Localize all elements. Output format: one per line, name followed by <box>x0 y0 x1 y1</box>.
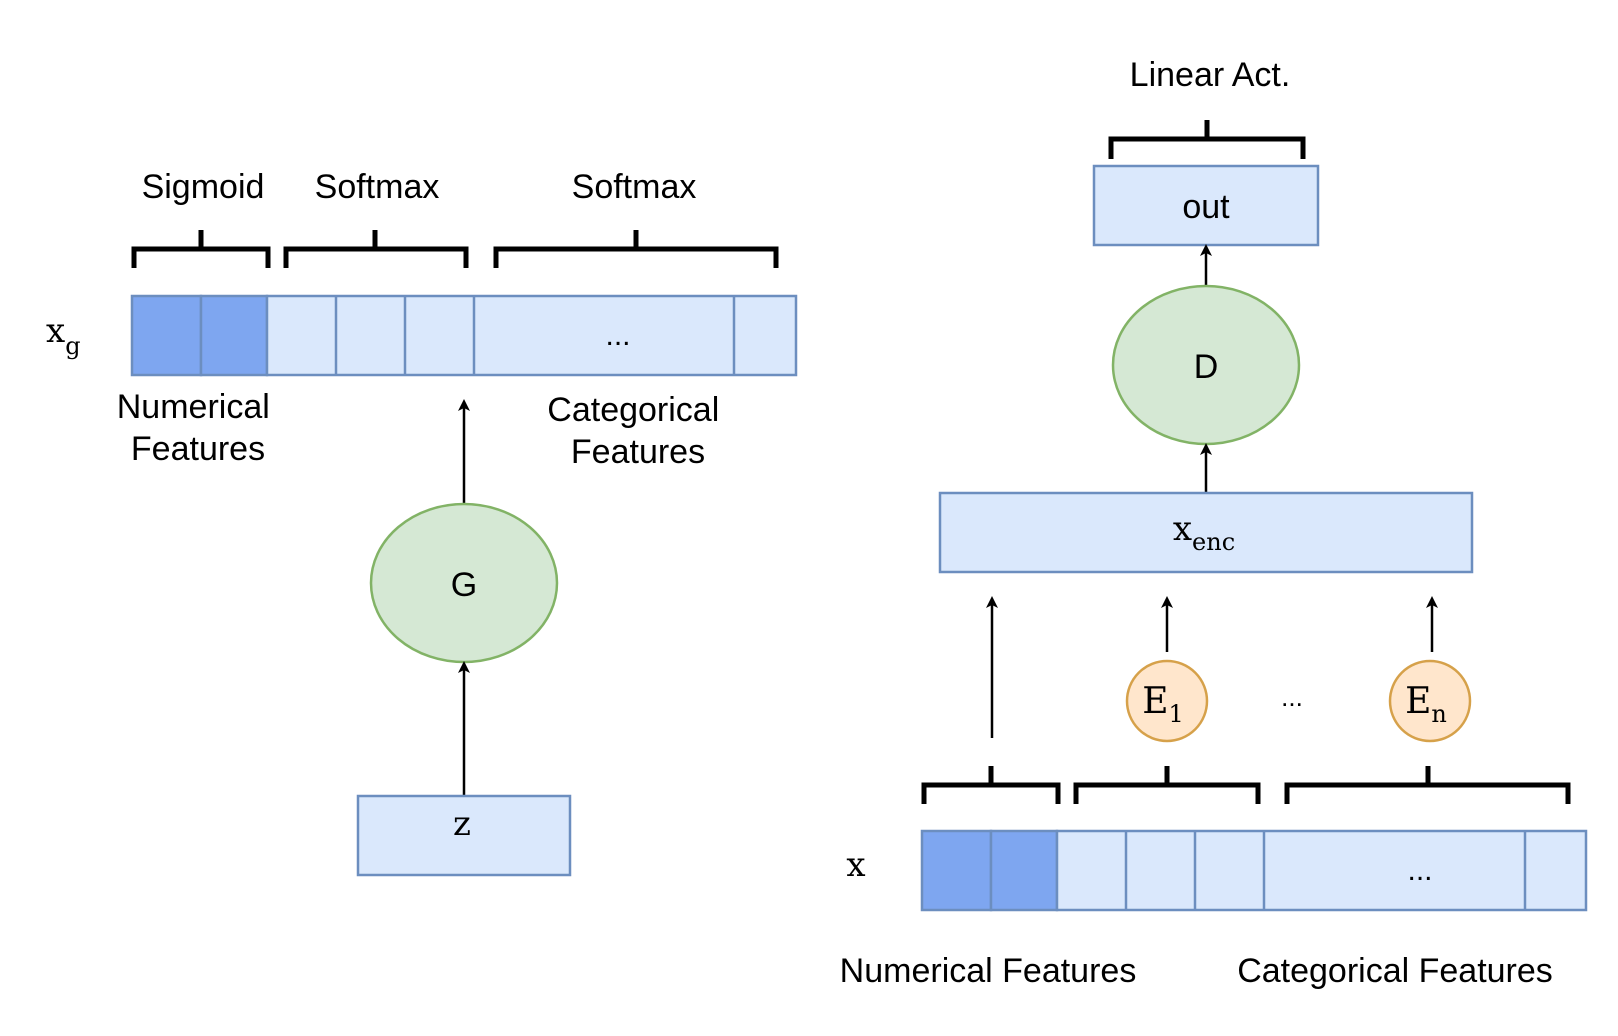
embedding-en-node <box>1388 659 1472 743</box>
linear-act-label: Linear Act. <box>1130 56 1291 94</box>
numerical-features-label: Numerical Features <box>117 388 280 468</box>
discriminator-label: D <box>1194 348 1219 386</box>
xg-vector: ... <box>130 294 798 377</box>
x-vector: ... <box>920 829 1588 912</box>
embedding-ellipsis: ... <box>1281 682 1303 712</box>
discriminator-panel: Linear Act. out D xenc E1 ... En x <box>840 56 1588 990</box>
xg-numerical-cell-1 <box>130 294 203 377</box>
xenc-label: xenc <box>1173 509 1235 556</box>
x-numerical-cell-1 <box>920 829 993 912</box>
x-label: x <box>846 845 865 885</box>
xg-label: xg <box>46 311 81 360</box>
x-categorical-features-label: Categorical Features <box>1237 952 1553 990</box>
generator-label: G <box>451 566 477 604</box>
embedding-en-label: En <box>1405 681 1447 728</box>
x-numerical-cell-2 <box>989 829 1059 912</box>
out-label: out <box>1182 188 1230 226</box>
sigmoid-label: Sigmoid <box>142 168 265 206</box>
sigmoid-brace <box>131 230 271 268</box>
xg-numerical-cell-2 <box>199 294 269 377</box>
softmax-brace-2 <box>493 230 779 268</box>
x-ellipsis: ... <box>1407 854 1432 887</box>
softmax-label-2: Softmax <box>572 168 697 206</box>
x-categorical-brace-1 <box>1073 766 1261 804</box>
embedding-e1-node <box>1125 659 1209 743</box>
generator-panel: Sigmoid Softmax Softmax xg ... Numerical… <box>46 168 798 877</box>
z-label: z <box>453 804 471 844</box>
embedding-e1-label: E1 <box>1142 681 1184 728</box>
x-numerical-brace <box>921 766 1061 804</box>
x-numerical-features-label: Numerical Features <box>840 952 1137 990</box>
xg-categorical-region <box>265 294 798 377</box>
z-box <box>356 794 572 877</box>
x-categorical-brace-2 <box>1284 766 1571 804</box>
xenc-box <box>938 491 1474 574</box>
softmax-label-1: Softmax <box>315 168 440 206</box>
categorical-features-label: Categorical Features <box>547 391 728 471</box>
x-categorical-region <box>1055 829 1588 912</box>
softmax-brace-1 <box>283 230 469 268</box>
linear-act-brace <box>1108 120 1306 159</box>
xg-ellipsis: ... <box>605 319 630 352</box>
